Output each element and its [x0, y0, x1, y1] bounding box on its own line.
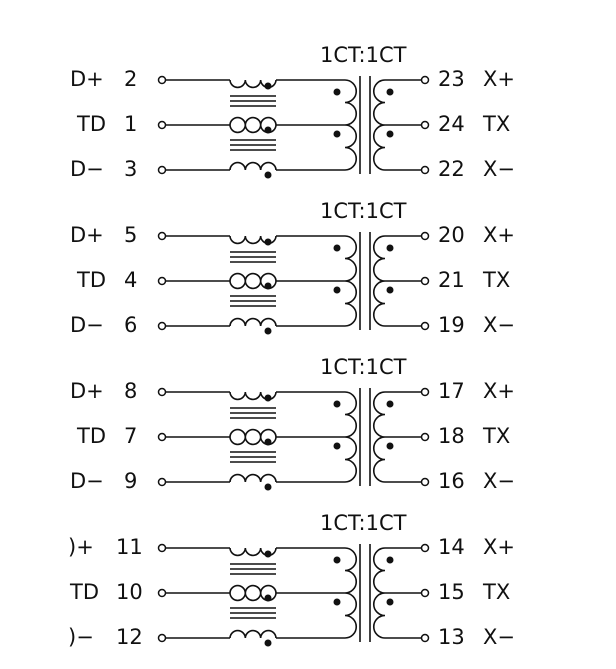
- wiring: [165, 391, 422, 483]
- right-signal-label: X−: [483, 313, 515, 337]
- right-signal-label: TX: [482, 424, 510, 448]
- right-signal-label: TX: [482, 580, 510, 604]
- right-signal-label: TX: [482, 112, 510, 136]
- left-signal-label: D−: [70, 157, 104, 181]
- right-pin-number: 23: [438, 67, 465, 91]
- right-signal-label: X+: [483, 379, 515, 403]
- left-signal-label: )+: [68, 535, 94, 559]
- terminals: [157, 543, 430, 643]
- left-signal-label: TD: [76, 268, 106, 292]
- right-pin-number: 24: [438, 112, 465, 136]
- ratio-label: 1CT:1CT: [320, 511, 407, 535]
- right-pin-number: 14: [438, 535, 465, 559]
- left-pin-middle: TD 1: [76, 112, 137, 136]
- channel-1: 1CT:1CT D+ 5 TD 4 D− 6 20 X+ 21 TX 19 X−: [70, 199, 515, 337]
- terminals: [157, 231, 430, 331]
- left-pin-number: 8: [124, 379, 137, 403]
- terminals: [157, 387, 430, 487]
- left-pin-number: 12: [116, 625, 143, 649]
- ratio-label: 1CT:1CT: [320, 355, 407, 379]
- channel-0: 1CT:1CT D+ 2 TD 1 D− 3 23 X+ 24 TX 22 X−: [70, 43, 515, 181]
- common-mode-choke: [229, 235, 277, 335]
- common-mode-choke: [229, 79, 277, 179]
- common-mode-choke: [229, 547, 277, 647]
- right-pin-bottom: 19 X−: [438, 313, 515, 337]
- left-pin-middle: TD 10: [69, 580, 143, 604]
- right-pin-middle: 24 TX: [438, 112, 510, 136]
- right-pin-number: 13: [438, 625, 465, 649]
- right-pin-top: 14 X+: [438, 535, 515, 559]
- left-pin-number: 6: [124, 313, 137, 337]
- left-pin-number: 11: [116, 535, 143, 559]
- left-pin-top: D+ 5: [70, 223, 137, 247]
- wiring: [165, 235, 422, 327]
- right-signal-label: X−: [483, 469, 515, 493]
- right-pin-number: 20: [438, 223, 465, 247]
- right-pin-number: 15: [438, 580, 465, 604]
- left-signal-label: D+: [70, 67, 104, 91]
- right-pin-bottom: 13 X−: [438, 625, 515, 649]
- right-pin-number: 21: [438, 268, 465, 292]
- left-signal-label: D−: [70, 469, 104, 493]
- isolation-transformer: [333, 232, 394, 330]
- left-pin-top: D+ 8: [70, 379, 137, 403]
- terminals: [157, 75, 430, 175]
- left-signal-label: TD: [76, 112, 106, 136]
- right-pin-middle: 18 TX: [438, 424, 510, 448]
- right-pin-number: 18: [438, 424, 465, 448]
- right-pin-middle: 15 TX: [438, 580, 510, 604]
- left-pin-number: 4: [124, 268, 137, 292]
- right-signal-label: TX: [482, 268, 510, 292]
- right-signal-label: X+: [483, 535, 515, 559]
- right-pin-bottom: 16 X−: [438, 469, 515, 493]
- channel-2: 1CT:1CT D+ 8 TD 7 D− 9 17 X+ 18 TX 16 X−: [70, 355, 515, 493]
- right-pin-top: 23 X+: [438, 67, 515, 91]
- left-pin-number: 10: [116, 580, 143, 604]
- right-signal-label: X−: [483, 157, 515, 181]
- right-pin-number: 17: [438, 379, 465, 403]
- left-pin-number: 9: [124, 469, 137, 493]
- left-signal-label: D−: [70, 313, 104, 337]
- ratio-label: 1CT:1CT: [320, 43, 407, 67]
- ratio-label: 1CT:1CT: [320, 199, 407, 223]
- left-pin-bottom: )− 12: [68, 625, 143, 649]
- right-signal-label: X+: [483, 223, 515, 247]
- left-pin-number: 5: [124, 223, 137, 247]
- right-pin-middle: 21 TX: [438, 268, 510, 292]
- right-pin-number: 19: [438, 313, 465, 337]
- left-pin-top: )+ 11: [68, 535, 143, 559]
- left-pin-bottom: D− 6: [70, 313, 137, 337]
- left-signal-label: TD: [69, 580, 99, 604]
- wiring: [165, 79, 422, 171]
- right-pin-number: 22: [438, 157, 465, 181]
- common-mode-choke: [229, 391, 277, 491]
- isolation-transformer: [333, 76, 394, 174]
- channel-3: 1CT:1CT )+ 11 TD 10 )− 12 14 X+ 15 TX 13…: [68, 511, 515, 649]
- left-pin-bottom: D− 9: [70, 469, 137, 493]
- left-pin-number: 3: [124, 157, 137, 181]
- right-signal-label: X+: [483, 67, 515, 91]
- right-pin-bottom: 22 X−: [438, 157, 515, 181]
- left-pin-top: D+ 2: [70, 67, 137, 91]
- left-pin-number: 1: [124, 112, 137, 136]
- right-pin-top: 17 X+: [438, 379, 515, 403]
- left-pin-bottom: D− 3: [70, 157, 137, 181]
- wiring: [165, 547, 422, 639]
- left-signal-label: )−: [68, 625, 94, 649]
- right-signal-label: X−: [483, 625, 515, 649]
- left-pin-middle: TD 7: [76, 424, 137, 448]
- isolation-transformer: [333, 544, 394, 642]
- left-signal-label: TD: [76, 424, 106, 448]
- left-pin-number: 2: [124, 67, 137, 91]
- left-pin-middle: TD 4: [76, 268, 137, 292]
- isolation-transformer: [333, 388, 394, 486]
- right-pin-top: 20 X+: [438, 223, 515, 247]
- right-pin-number: 16: [438, 469, 465, 493]
- left-signal-label: D+: [70, 223, 104, 247]
- left-signal-label: D+: [70, 379, 104, 403]
- left-pin-number: 7: [124, 424, 137, 448]
